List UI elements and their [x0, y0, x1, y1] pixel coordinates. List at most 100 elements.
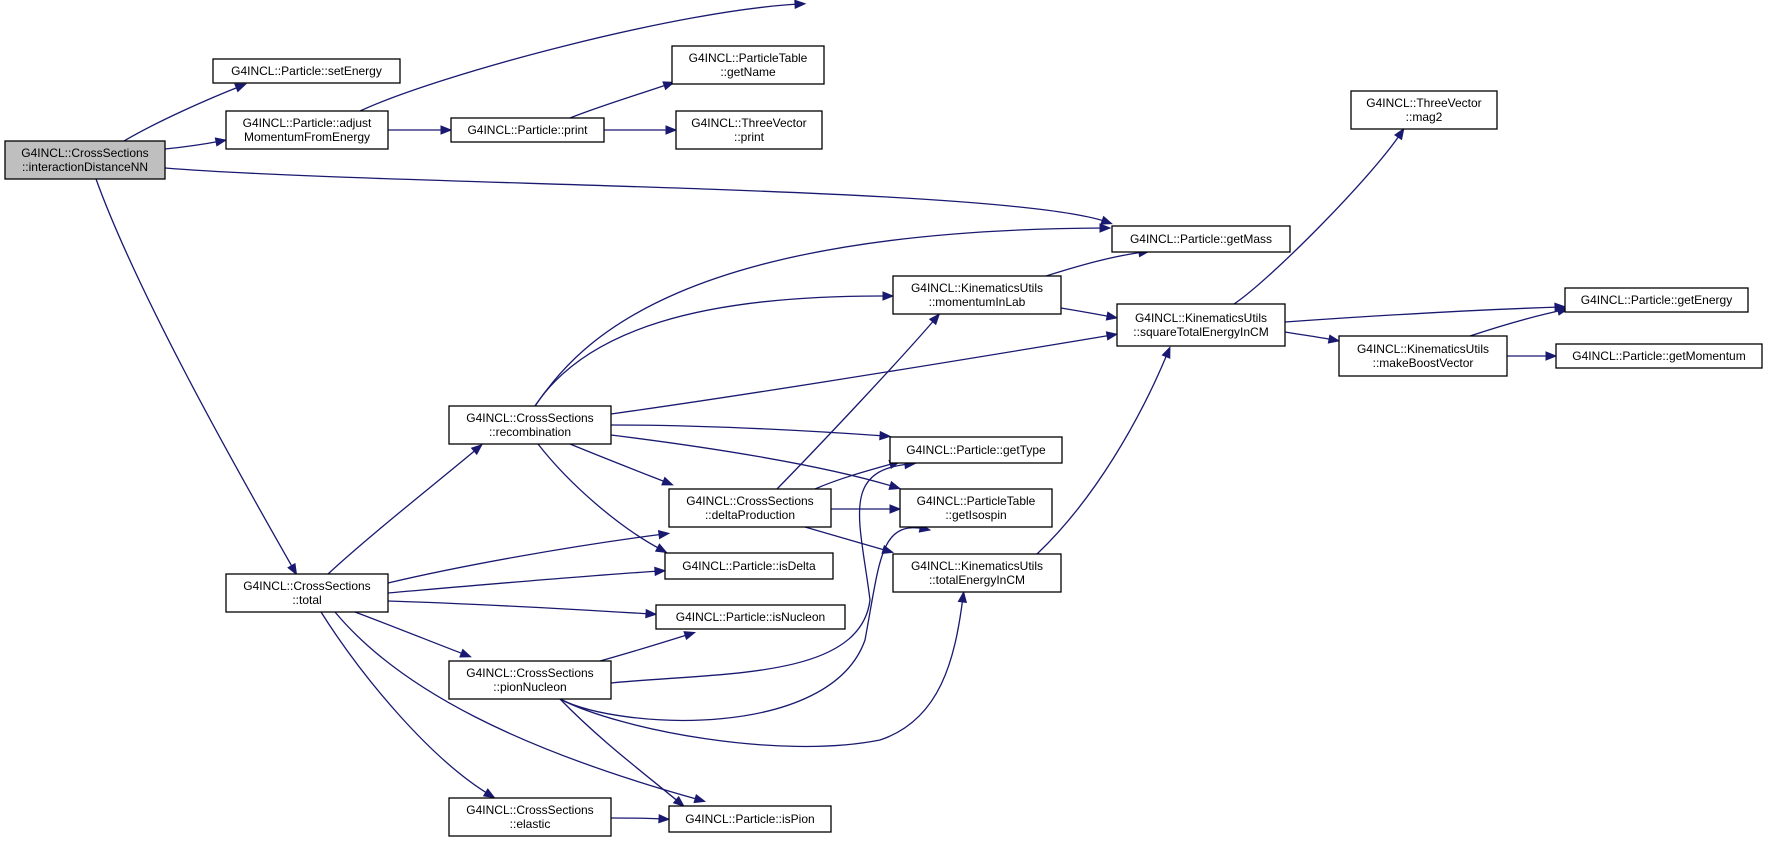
edge-squareTotalEnergyInCM-to-makeBoostVector: [1284, 331, 1341, 344]
edges-layer: [95, 0, 1570, 824]
node-elastic[interactable]: G4INCL::CrossSections::elastic: [448, 797, 612, 837]
node-isNucleon[interactable]: G4INCL::Particle::isNucleon: [655, 604, 846, 630]
node-interactionDistanceNN[interactable]: G4INCL::CrossSections::interactionDistan…: [4, 140, 166, 180]
node-getMomentum[interactable]: G4INCL::Particle::getMomentum: [1555, 343, 1763, 369]
arrowhead-icon: [683, 631, 697, 641]
node-adjustMomentumFromEnergy[interactable]: G4INCL::Particle::adjustMomentumFromEner…: [225, 110, 389, 150]
edge-line: [610, 424, 886, 437]
node-makeBoostVector[interactable]: G4INCL::KinematicsUtils::makeBoostVector: [1338, 335, 1508, 377]
node-getType[interactable]: G4INCL::Particle::getType: [889, 436, 1063, 464]
node-label-line: ::momentumInLab: [929, 295, 1026, 309]
arrowhead-icon: [888, 480, 902, 490]
arrowhead-icon: [654, 543, 668, 553]
edge-pionNucleon-to-isPion: [559, 698, 685, 808]
node-label-line: G4INCL::Particle::setEnergy: [231, 64, 382, 78]
edge-line: [559, 596, 964, 748]
node-box: [212, 58, 401, 84]
node-setEnergy[interactable]: G4INCL::Particle::setEnergy: [212, 58, 401, 84]
edge-recombination-to-deltaProduction: [569, 443, 674, 486]
edge-deltaProduction-to-momentumInLab: [776, 313, 941, 490]
node-box: [899, 488, 1053, 528]
edge-total-to-deltaProduction: [387, 529, 671, 584]
edge-interactionDistanceNN-to-total: [95, 178, 298, 576]
node-squareTotalEnergyInCM[interactable]: G4INCL::KinematicsUtils::squareTotalEner…: [1116, 303, 1286, 347]
edge-makeBoostVector-to-getEnergy: [1469, 306, 1570, 337]
node-box: [1116, 303, 1286, 347]
node-box: [892, 553, 1062, 593]
node-box: [892, 275, 1062, 315]
node-pionNucleon[interactable]: G4INCL::CrossSections::pionNucleon: [448, 660, 612, 700]
edge-squareTotalEnergyInCM-to-mag2: [1233, 127, 1405, 305]
arrowhead-icon: [658, 813, 671, 824]
node-label-line: ::deltaProduction: [705, 508, 795, 522]
node-box: [1338, 335, 1508, 377]
node-recombination[interactable]: G4INCL::CrossSections::recombination: [448, 405, 612, 445]
node-totalEnergyInCM[interactable]: G4INCL::KinematicsUtils::totalEnergyInCM: [892, 553, 1062, 593]
edge-line: [534, 227, 1106, 407]
node-box: [4, 140, 166, 180]
node-total[interactable]: G4INCL::CrossSections::total: [225, 573, 389, 613]
edge-adjustMomentumFromEnergy-to-print: [388, 125, 453, 135]
node-getIsospin[interactable]: G4INCL::ParticleTable::getIsospin: [899, 488, 1053, 528]
node-label-line: ::pionNucleon: [493, 680, 566, 694]
node-label-line: G4INCL::KinematicsUtils: [911, 281, 1043, 295]
node-label-line: ::getName: [720, 65, 776, 79]
node-label-line: G4INCL::Particle::isDelta: [682, 559, 816, 573]
edge-interactionDistanceNN-to-getMass: [164, 167, 1113, 225]
node-box: [1350, 90, 1498, 130]
edge-line: [320, 611, 491, 796]
node-momentumInLab[interactable]: G4INCL::KinematicsUtils::momentumInLab: [892, 275, 1062, 315]
edge-momentumInLab-to-getMass: [1045, 248, 1151, 277]
node-label-line: G4INCL::Particle::print: [467, 123, 588, 137]
node-getMass[interactable]: G4INCL::Particle::getMass: [1111, 225, 1291, 253]
edge-recombination-to-momentumInLab: [534, 291, 895, 407]
arrowhead-icon: [214, 137, 228, 147]
arrowhead-icon: [665, 125, 678, 135]
node-getEnergy[interactable]: G4INCL::Particle::getEnergy: [1564, 287, 1749, 313]
node-threeVectorPrint[interactable]: G4INCL::ThreeVector::print: [675, 110, 823, 150]
arrowhead-icon: [1099, 223, 1112, 233]
arrowhead-icon: [459, 648, 472, 658]
edge-line: [164, 167, 1108, 223]
arrowhead-icon: [657, 529, 671, 540]
node-label-line: G4INCL::KinematicsUtils: [1357, 342, 1489, 356]
node-box: [1564, 287, 1749, 313]
edge-line: [559, 698, 681, 804]
node-getName[interactable]: G4INCL::ParticleTable::getName: [671, 45, 825, 85]
node-box: [664, 552, 834, 580]
node-label-line: G4INCL::CrossSections: [21, 146, 148, 160]
edge-total-to-isDelta: [387, 566, 667, 594]
node-label-line: G4INCL::CrossSections: [466, 803, 593, 817]
node-label-line: G4INCL::KinematicsUtils: [911, 559, 1043, 573]
node-label-line: G4INCL::ParticleTable: [917, 494, 1036, 508]
edge-line: [610, 434, 896, 488]
node-label-line: ::squareTotalEnergyInCM: [1133, 325, 1268, 339]
arrowhead-icon: [1105, 331, 1119, 341]
node-box: [448, 660, 612, 700]
node-isDelta[interactable]: G4INCL::Particle::isDelta: [664, 552, 834, 580]
node-box: [675, 110, 823, 150]
edge-line: [1045, 251, 1145, 277]
node-box: [448, 405, 612, 445]
node-label-line: G4INCL::CrossSections: [466, 411, 593, 425]
edge-recombination-to-getMass: [534, 223, 1112, 407]
edge-line: [359, 3, 801, 112]
edge-line: [354, 611, 467, 656]
edge-makeBoostVector-to-getMomentum: [1507, 351, 1558, 361]
arrowhead-icon: [1105, 311, 1119, 321]
edge-line: [164, 140, 222, 150]
node-label-line: G4INCL::CrossSections: [466, 666, 593, 680]
edge-pionNucleon-to-totalEnergyInCM: [559, 590, 968, 748]
node-print[interactable]: G4INCL::Particle::print: [450, 117, 605, 143]
edge-interactionDistanceNN-to-adjustMomentumFromEnergy: [164, 137, 228, 150]
node-label-line: G4INCL::Particle::getType: [906, 443, 1046, 457]
node-isPion[interactable]: G4INCL::Particle::isPion: [668, 805, 832, 833]
node-box: [225, 573, 389, 613]
node-mag2[interactable]: G4INCL::ThreeVector::mag2: [1350, 90, 1498, 130]
edge-interactionDistanceNN-to-setEnergy: [123, 83, 247, 142]
node-label-line: G4INCL::Particle::getEnergy: [1581, 293, 1732, 307]
node-label-line: G4INCL::Particle::isNucleon: [676, 610, 825, 624]
edge-line: [387, 533, 665, 584]
arrowhead-icon: [889, 504, 902, 514]
node-deltaProduction[interactable]: G4INCL::CrossSections::deltaProduction: [668, 488, 832, 528]
